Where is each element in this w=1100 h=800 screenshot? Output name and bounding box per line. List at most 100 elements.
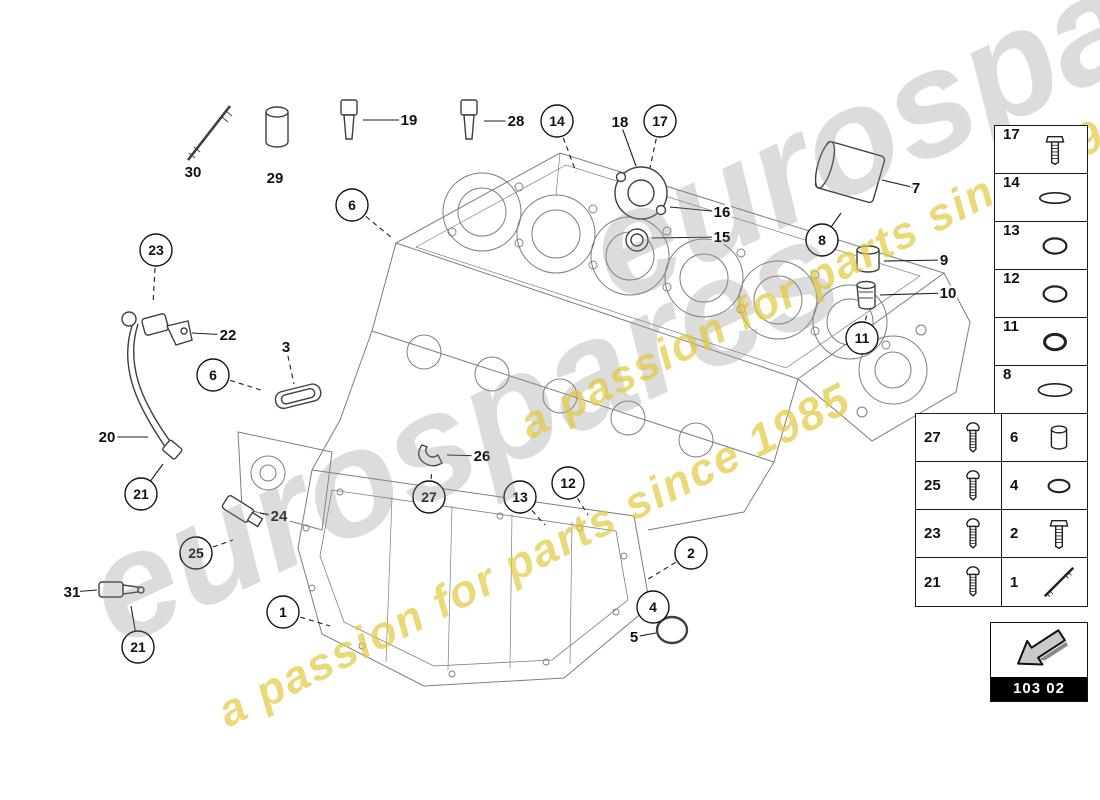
legend-item-14[interactable]: 14 <box>995 174 1087 222</box>
svg-text:22: 22 <box>220 327 237 344</box>
callout-14[interactable]: 14 <box>540 104 574 138</box>
sensor-part-19 <box>340 99 358 140</box>
callout-17[interactable]: 17 <box>643 104 677 138</box>
callout-20[interactable]: 20 <box>96 427 118 449</box>
stud-icon <box>1030 563 1087 601</box>
legend-item-1[interactable]: 1 <box>1001 558 1087 606</box>
svg-text:18: 18 <box>612 114 629 131</box>
svg-text:16: 16 <box>714 204 731 221</box>
oil-filter-part <box>814 140 886 204</box>
callout-24[interactable]: 24 <box>268 506 290 528</box>
oring-thick-icon <box>1023 318 1087 365</box>
leader-line-7 <box>881 179 917 189</box>
callout-18[interactable]: 18 <box>609 112 631 134</box>
legend-item-number: 23 <box>924 525 941 542</box>
leader-line-24 <box>259 512 280 517</box>
svg-text:12: 12 <box>560 475 576 491</box>
callout-9[interactable]: 9 <box>937 250 950 272</box>
leader-line-17 <box>649 120 661 169</box>
svg-text:15: 15 <box>714 229 731 246</box>
dipstick-tube-part <box>121 311 183 460</box>
callout-6[interactable]: 6 <box>196 358 230 392</box>
legend-item-number: 17 <box>1003 126 1020 143</box>
callout-2[interactable]: 2 <box>674 536 708 570</box>
callout-29[interactable]: 29 <box>264 168 286 190</box>
page-code: 103 02 <box>991 677 1087 701</box>
hex-bolt-icon <box>1030 515 1087 553</box>
legend-item-17[interactable]: 17 <box>995 126 1087 174</box>
cap-part <box>265 106 289 148</box>
leader-line-5 <box>633 632 657 638</box>
legend-item-number: 12 <box>1003 270 1020 287</box>
gasket-part-3 <box>274 383 322 410</box>
legend-item-number: 11 <box>1003 318 1019 335</box>
callout-21[interactable]: 21 <box>121 630 155 664</box>
callout-28[interactable]: 28 <box>505 111 527 133</box>
hex-bolt-icon <box>1023 126 1087 173</box>
svg-text:21: 21 <box>133 486 149 502</box>
callout-25[interactable]: 25 <box>179 536 213 570</box>
legend-item-21[interactable]: 21 <box>916 558 1001 606</box>
legend-item-23[interactable]: 23 <box>916 510 1001 557</box>
svg-text:11: 11 <box>855 330 870 346</box>
svg-text:6: 6 <box>348 197 356 213</box>
callout-3[interactable]: 3 <box>279 337 292 359</box>
legend-item-number: 27 <box>924 429 941 446</box>
legend-item-number: 21 <box>924 573 941 591</box>
legend-item-number: 13 <box>1003 222 1020 239</box>
legend-item-4[interactable]: 4 <box>1001 462 1087 509</box>
svg-text:3: 3 <box>282 339 290 356</box>
callout-23[interactable]: 23 <box>139 233 173 267</box>
svg-text:2: 2 <box>687 545 695 561</box>
back-arrow-icon[interactable] <box>991 623 1087 677</box>
callout-22[interactable]: 22 <box>217 325 239 347</box>
callout-5[interactable]: 5 <box>627 627 640 649</box>
callout-26[interactable]: 26 <box>471 446 493 468</box>
callout-1[interactable]: 1 <box>266 595 300 629</box>
callout-16[interactable]: 16 <box>711 202 733 224</box>
legend-item-number: 4 <box>1010 477 1019 494</box>
legend-item-11[interactable]: 11 <box>995 318 1087 366</box>
callout-19[interactable]: 19 <box>398 110 420 132</box>
svg-text:14: 14 <box>549 113 565 129</box>
callout-7[interactable]: 7 <box>909 178 922 200</box>
legend-item-8[interactable]: 8 <box>995 366 1087 414</box>
svg-text:23: 23 <box>148 242 164 258</box>
legend-item-number: 1 <box>1010 573 1019 591</box>
legend-item-6[interactable]: 6 <box>1001 414 1087 461</box>
callout-4[interactable]: 4 <box>636 590 670 624</box>
svg-text:28: 28 <box>508 113 525 130</box>
callout-31[interactable]: 31 <box>61 582 83 604</box>
sensor-part-24 <box>221 495 264 528</box>
leader-line-18 <box>619 121 637 167</box>
oring-large-icon <box>1023 366 1087 414</box>
legend-item-12[interactable]: 12 <box>995 270 1087 318</box>
legend-item-27[interactable]: 27 <box>916 414 1001 461</box>
oring-small-icon <box>1030 467 1087 505</box>
callout-21[interactable]: 21 <box>124 477 158 511</box>
svg-text:24: 24 <box>271 508 288 525</box>
callout-8[interactable]: 8 <box>805 223 839 257</box>
callout-13[interactable]: 13 <box>503 480 537 514</box>
callout-6[interactable]: 6 <box>335 188 369 222</box>
legend-item-number: 2 <box>1010 525 1019 542</box>
plug-part-9 <box>856 245 880 273</box>
legend-item-2[interactable]: 2 <box>1001 510 1087 557</box>
callout-11[interactable]: 11 <box>845 321 879 355</box>
stud-part <box>186 105 233 161</box>
callout-30[interactable]: 30 <box>182 162 204 184</box>
svg-text:4: 4 <box>649 599 657 615</box>
callout-15[interactable]: 15 <box>711 227 733 249</box>
legend-item-25[interactable]: 25 <box>916 462 1001 509</box>
leader-line-22 <box>191 332 229 336</box>
callout-12[interactable]: 12 <box>551 466 585 500</box>
sensor-bracket-part-22 <box>141 313 193 346</box>
leader-line-3 <box>285 346 295 385</box>
screw-icon <box>944 563 1001 601</box>
legend-item-13[interactable]: 13 <box>995 222 1087 270</box>
callout-10[interactable]: 10 <box>937 283 959 305</box>
callout-27[interactable]: 27 <box>412 480 446 514</box>
